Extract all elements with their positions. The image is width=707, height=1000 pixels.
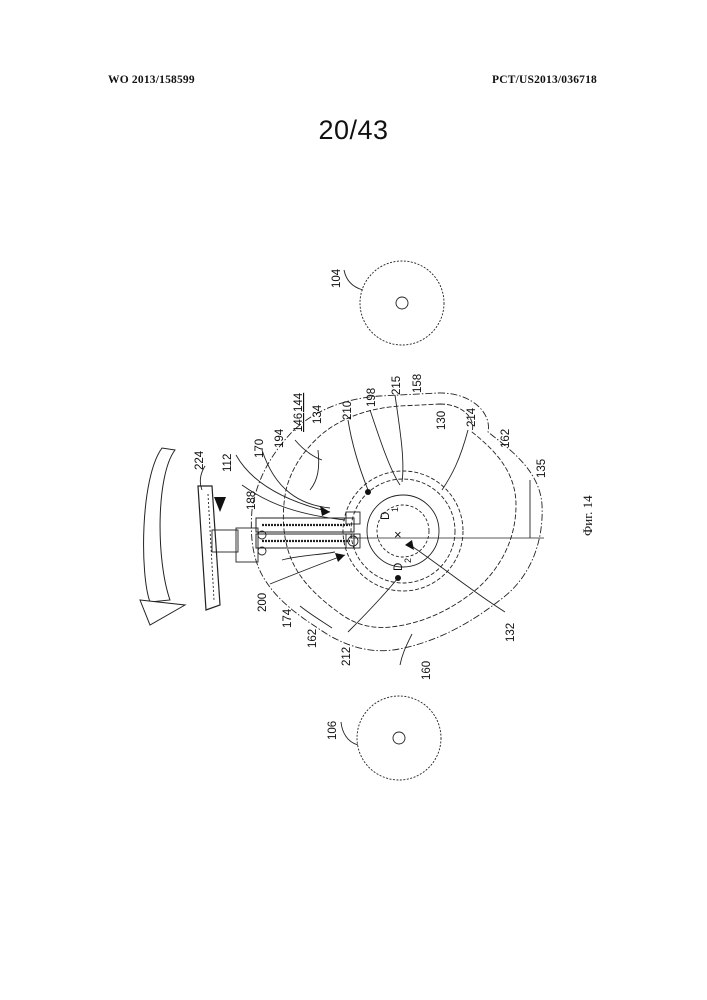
label-210: 210 xyxy=(342,401,354,420)
label-132: 132 xyxy=(505,623,517,642)
label-188: 188 xyxy=(246,491,258,510)
label-170: 170 xyxy=(254,439,266,458)
label-130: 130 xyxy=(436,411,448,430)
center-mark-132: × xyxy=(394,527,402,542)
rotation-arrow xyxy=(144,448,175,602)
label-200: 200 xyxy=(257,593,269,612)
label-134: 134 xyxy=(312,404,324,424)
label-214: 214 xyxy=(466,407,478,427)
label-135: 135 xyxy=(536,459,548,478)
label-224: 224 xyxy=(194,450,206,470)
figure-caption: Фиг. 14 xyxy=(580,495,595,536)
label-158: 158 xyxy=(412,374,424,393)
label-194: 194 xyxy=(274,428,286,448)
label-198: 198 xyxy=(366,388,378,407)
label-162-left: 162 xyxy=(307,629,319,648)
point-212 xyxy=(395,575,401,581)
label-144: 144 xyxy=(293,392,305,412)
label-215: 215 xyxy=(391,376,403,395)
label-174: 174 xyxy=(282,608,294,628)
wheel-104 xyxy=(360,261,444,345)
label-162-right: 162 xyxy=(500,429,512,448)
label-d1-subscript: 1 xyxy=(390,507,400,512)
label-106: 106 xyxy=(327,721,339,740)
circle-region-214 xyxy=(343,471,463,591)
point-210 xyxy=(365,489,371,495)
wheel-106 xyxy=(357,696,441,780)
label-112: 112 xyxy=(222,454,234,472)
label-212: 212 xyxy=(341,647,353,666)
label-d2-subscript: 2 xyxy=(403,558,413,563)
label-146: 146 xyxy=(293,413,305,432)
label-160: 160 xyxy=(421,661,433,680)
label-104: 104 xyxy=(331,268,343,288)
